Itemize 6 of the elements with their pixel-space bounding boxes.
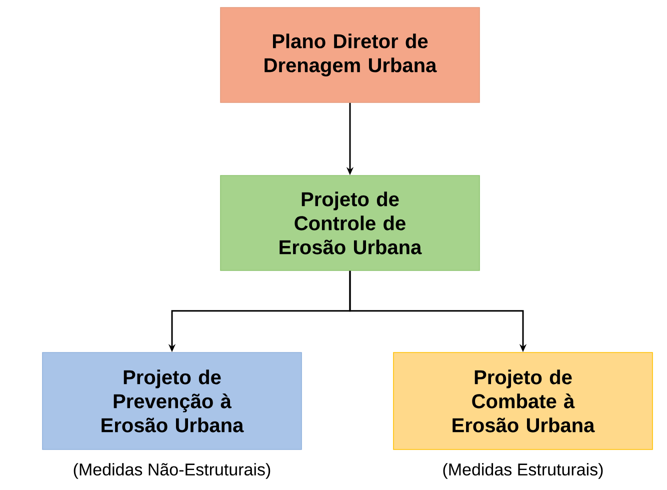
caption-text: (Medidas Estruturais) (443, 463, 603, 479)
process-box: Plano Diretor de Drenagem Urbana (220, 7, 480, 103)
process-box: Projeto de Combate à Erosão Urbana (393, 352, 653, 450)
process-box: Projeto de Prevenção à Erosão Urbana (42, 352, 302, 450)
caption-text: (Medidas Não-Estruturais) (74, 463, 270, 479)
process-box: Projeto de Controle de Erosão Urbana (220, 175, 480, 271)
